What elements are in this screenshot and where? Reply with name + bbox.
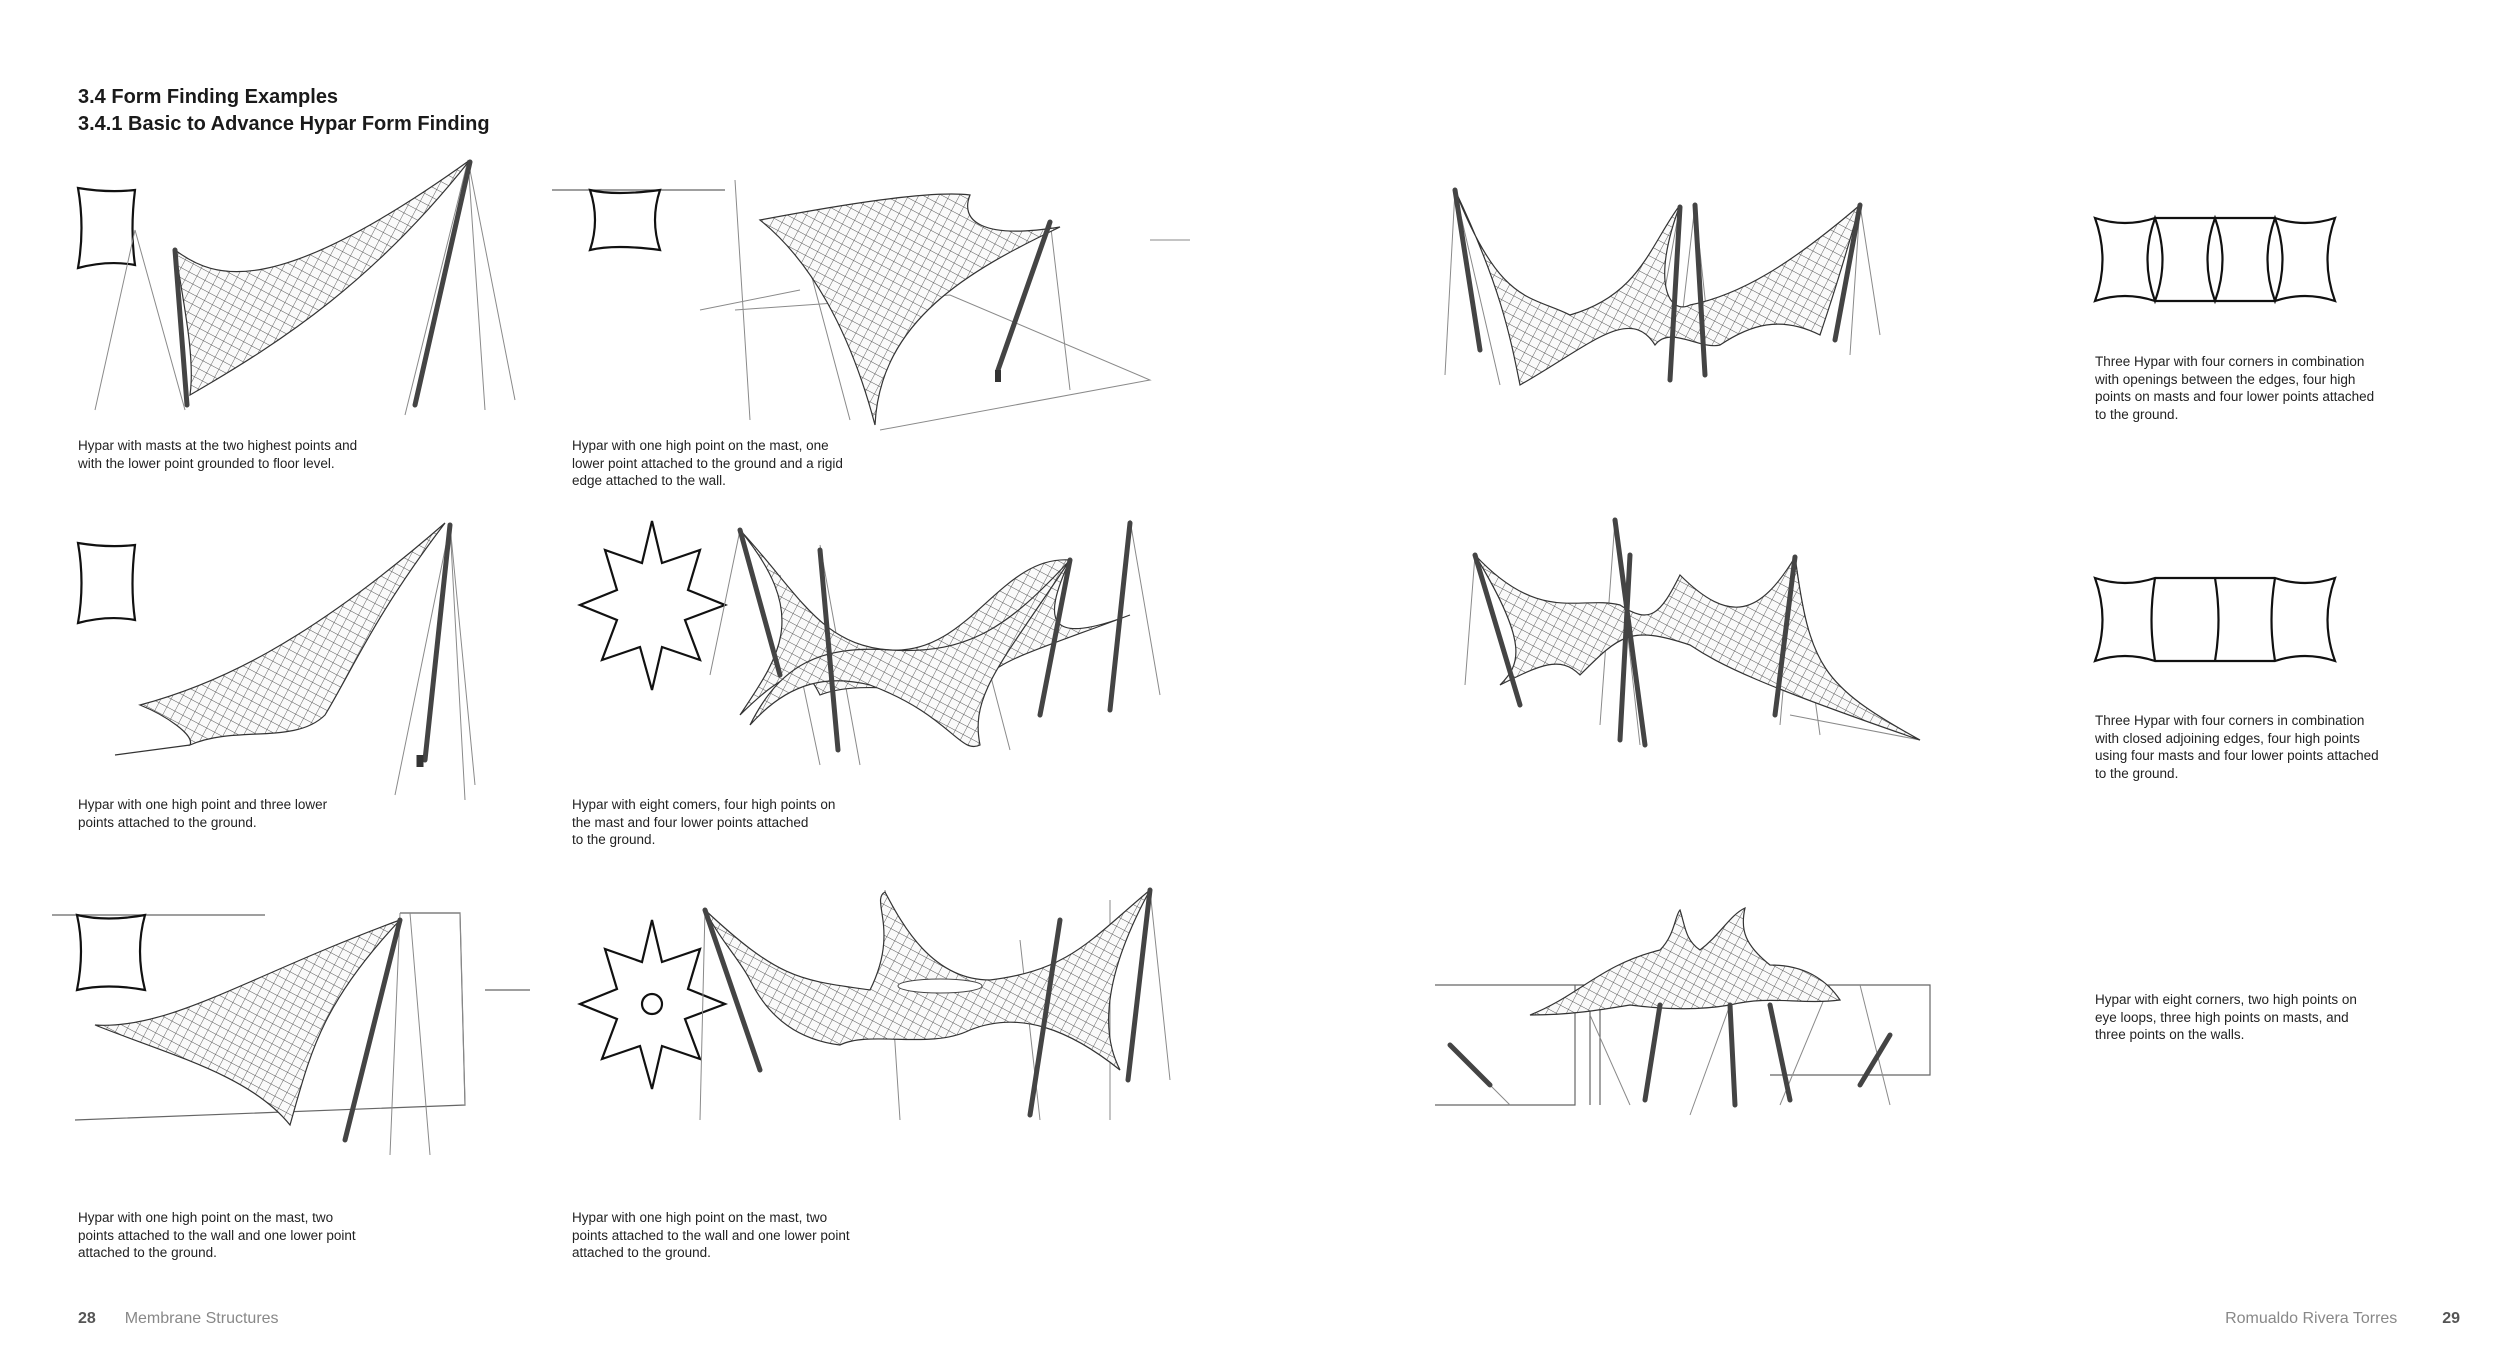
caption-hypar-eye-loop: Hypar with one high point on the mast, t… (572, 1210, 850, 1260)
figure-three-hypar-closed (1460, 515, 1921, 755)
figure-hypar-wall-edge (550, 160, 1190, 435)
subsection-heading: 3.4.1 Basic to Advance Hypar Form Findin… (78, 113, 490, 135)
figure-three-hypar-openings (1440, 185, 1881, 395)
footer-left: 28 Membrane Structures (78, 1310, 279, 1328)
caption-hypar-eight-corners: Hypar with eight comers, four high point… (572, 797, 836, 847)
caption-hypar-eye-loops-walls: Hypar with eight corners, two high point… (2095, 992, 2357, 1042)
figure-hypar-one-high-point (75, 515, 476, 801)
plan-three-hypar-closed (2090, 573, 2340, 668)
caption-hypar-two-masts: Hypar with masts at the two highest poin… (78, 438, 358, 471)
figure-hypar-two-masts (75, 159, 535, 430)
caption-hypar-one-high-point: Hypar with one high point and three lowe… (78, 797, 328, 830)
plan-three-hypar-openings (2090, 213, 2340, 308)
running-title-right: Romualdo Rivera Torres (2225, 1310, 2398, 1327)
figure-hypar-eight-corners (570, 515, 1180, 775)
caption-hypar-wall-points: Hypar with one high point on the mast, t… (78, 1210, 356, 1260)
caption-hypar-wall-edge: Hypar with one high point on the mast, o… (572, 438, 843, 488)
page-number-right: 29 (2442, 1310, 2460, 1327)
caption-three-hypar-openings: Three Hypar with four corners in combina… (2095, 354, 2375, 422)
figure-hypar-wall-points (50, 905, 530, 1160)
footer-right: Romualdo Rivera Torres 29 (2225, 1310, 2460, 1328)
figure-hypar-eye-loops-walls (1430, 905, 1940, 1125)
section-heading: 3.4 Form Finding Examples (78, 86, 339, 108)
running-title-left: Membrane Structures (124, 1310, 279, 1327)
page-number-left: 28 (78, 1310, 96, 1327)
figure-hypar-eye-loop (570, 880, 1190, 1140)
caption-three-hypar-closed: Three Hypar with four corners in combina… (2095, 713, 2379, 781)
